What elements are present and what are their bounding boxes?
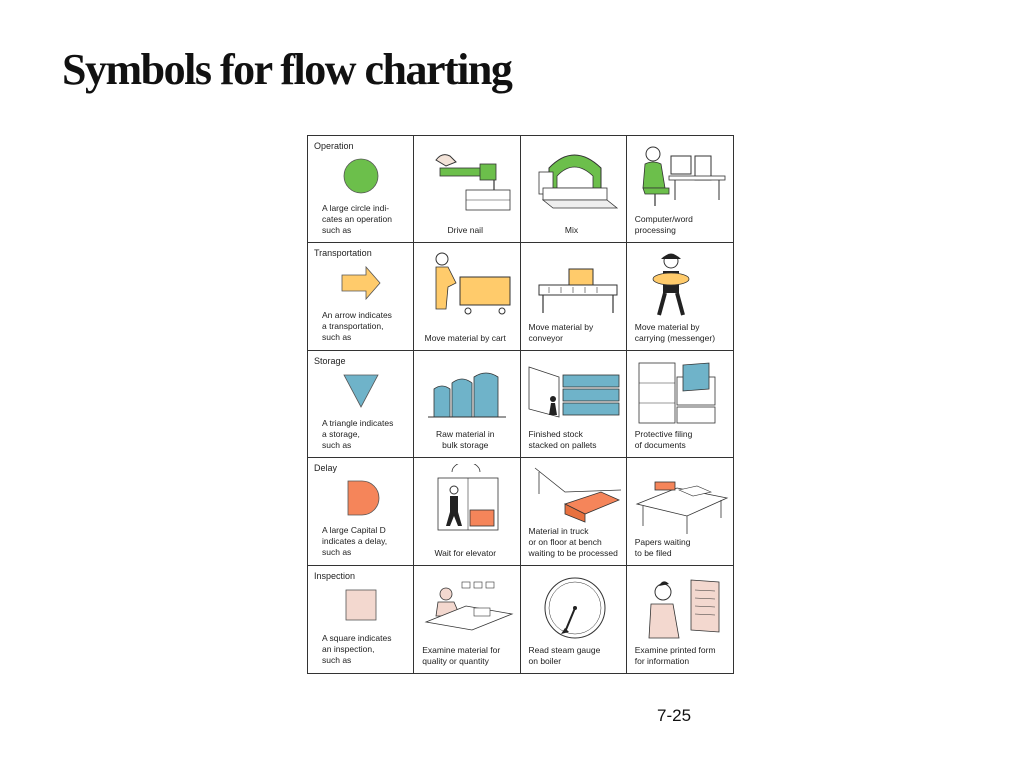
example-caption: Computer/word processing [634, 214, 693, 236]
flowchart-symbols-table: Operation A large circle indi- cates an … [307, 135, 734, 674]
example-caption: Papers waiting to be filed [634, 536, 691, 558]
example-caption: Move material by cart [424, 332, 506, 343]
example-caption: Wait for elevator [434, 547, 497, 558]
example-caption: Finished stock stacked on pallets [528, 429, 597, 451]
symbol-description: An arrow indicates a transportation, suc… [322, 310, 392, 343]
bulk-storage-tanks-illustration [428, 372, 507, 418]
example-cell: Computer/word processing [626, 136, 733, 244]
symbol-description: A triangle indicates a storage, such as [322, 417, 394, 450]
category-label: Delay [314, 463, 338, 474]
printed-form-illustration [648, 579, 720, 638]
examine-material-illustration [424, 581, 514, 631]
example-cell: Raw material in bulk storage [414, 350, 521, 459]
example-cell: Examine printed form for information [627, 566, 733, 673]
operation-symbol-cell: Operation A large circle indi- cates an … [308, 136, 415, 244]
example-cell: Examine material for quality or quantity [414, 565, 521, 673]
papers-waiting-illustration [635, 481, 729, 535]
category-label: Storage [314, 355, 346, 366]
steam-gauge-illustration [544, 577, 605, 639]
cart-illustration [435, 252, 511, 315]
example-cell: Wait for elevator [414, 458, 521, 566]
elevator-illustration [437, 464, 499, 531]
square-icon [345, 589, 377, 620]
capital-d-icon [347, 480, 380, 516]
truck-bench-illustration [534, 467, 621, 523]
symbol-description: A square indicates an inspection, such a… [322, 632, 392, 665]
example-cell: Read steam gauge on boiler [521, 565, 627, 673]
delay-symbol-cell: Delay A large Capital D indicates a dela… [308, 458, 415, 566]
arrow-icon [341, 266, 381, 301]
example-caption: Raw material in bulk storage [435, 429, 495, 451]
circle-icon [343, 158, 379, 194]
example-caption: Read steam gauge on boiler [528, 645, 601, 666]
example-caption: Examine printed form for information [634, 645, 716, 666]
triangle-icon [343, 374, 379, 408]
example-cell: Move material by conveyor [520, 243, 627, 351]
computer-worker-illustration [642, 146, 726, 206]
example-caption: Move material by carrying (messenger) [634, 321, 716, 343]
example-caption: Move material by conveyor [528, 321, 594, 343]
slide-title: Symbols for flow charting [62, 45, 513, 94]
example-caption: Examine material for quality or quantity [422, 645, 501, 666]
example-caption: Mix [564, 225, 579, 236]
example-cell: Papers waiting to be filed [626, 458, 733, 566]
example-cell: Drive nail [414, 136, 521, 244]
example-cell: Move material by cart [414, 243, 521, 351]
messenger-illustration [652, 253, 690, 316]
mixer-illustration [538, 154, 618, 209]
category-label: Operation [314, 141, 354, 151]
inspection-symbol-cell: Inspection A square indicates an inspect… [308, 565, 415, 673]
symbol-description: A large Capital D indicates a delay, suc… [322, 525, 388, 558]
example-cell: Mix [520, 136, 627, 244]
category-label: Transportation [314, 248, 372, 259]
page-number: 7-25 [657, 706, 692, 725]
example-cell: Material in truck or on floor at bench w… [520, 458, 627, 566]
example-cell: Protective filing of documents [626, 351, 733, 459]
pallet-stack-illustration [528, 366, 619, 418]
category-label: Inspection [314, 570, 356, 581]
example-caption: Material in truck or on floor at bench w… [528, 525, 618, 558]
filing-cabinet-illustration [638, 362, 716, 424]
example-cell: Move material by carrying (messenger) [626, 243, 733, 351]
transportation-symbol-cell: Transportation An arrow indicates a tran… [308, 243, 415, 351]
hammer-nail-illustration [435, 154, 511, 211]
storage-symbol-cell: Storage A triangle indicates a storage, … [308, 350, 415, 459]
example-cell: Finished stock stacked on pallets [520, 350, 627, 459]
example-caption: Drive nail [447, 225, 483, 236]
conveyor-illustration [538, 268, 617, 314]
symbol-description: A large circle indi- cates an operation … [322, 203, 392, 235]
example-caption: Protective filing of documents [634, 429, 693, 451]
